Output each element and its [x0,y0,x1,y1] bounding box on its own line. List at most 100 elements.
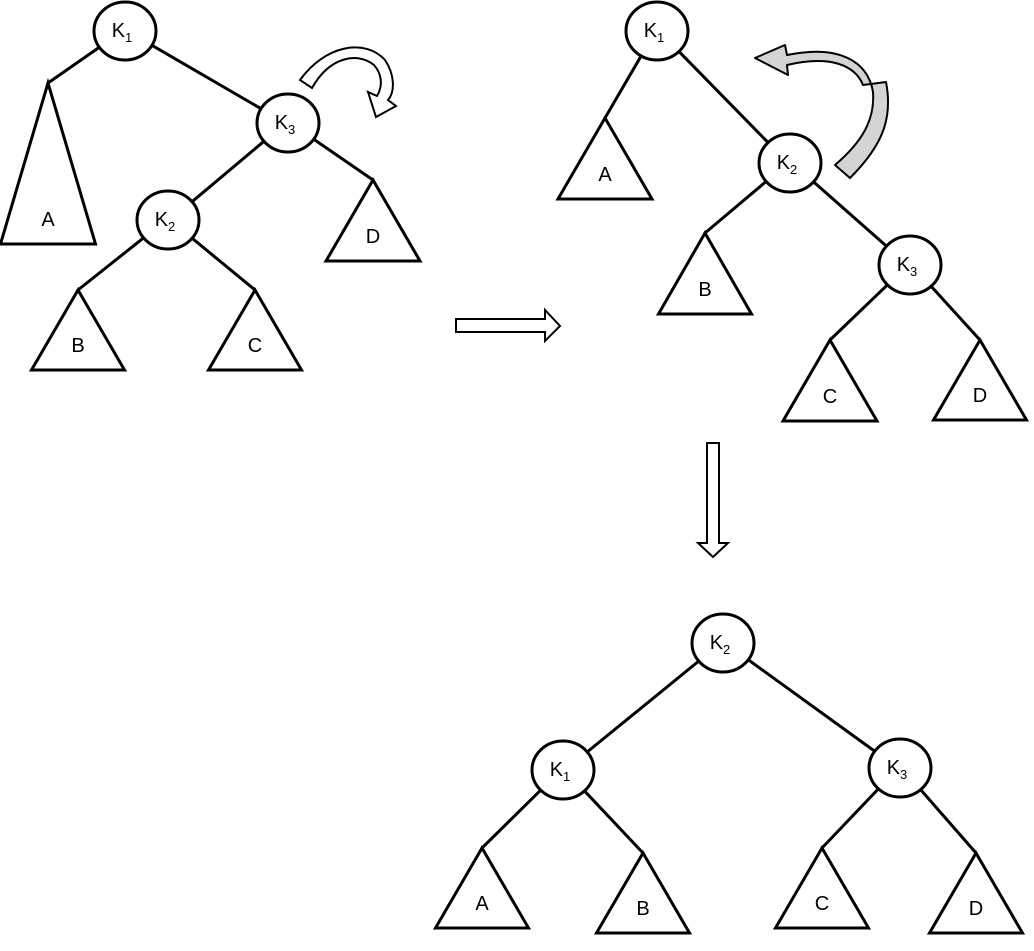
edge-k2-k3 [745,657,878,754]
subtree-label: B [71,335,84,357]
subtree-d: D [323,177,423,263]
node-k2: K2 [757,132,823,194]
node-circle [624,0,690,62]
subtree-b: B [593,850,693,935]
edge-k3-k2 [189,138,267,205]
node-k3: K3 [877,234,943,296]
subtree-d: D [926,850,1026,935]
subtree-triangle [205,287,305,372]
node-label-subscript: 3 [900,767,907,782]
node-circle [877,234,943,296]
subtree-label: C [815,893,829,915]
edge-k3-d [928,283,982,342]
edge-k2-k1 [584,658,702,755]
node-label: K2 [710,632,731,657]
node-circle [867,737,933,799]
node-label-subscript: 1 [563,769,570,784]
node-label: K2 [155,209,176,234]
subtree-d: D [930,337,1030,422]
node-label: K1 [550,759,571,784]
node-circle [135,189,201,251]
subtree-c: C [780,337,880,423]
edge-k2-c [189,235,257,292]
node-circle [757,132,823,194]
node-label: K3 [275,112,296,137]
subtree-label: B [698,279,711,301]
node-label-subscript: 1 [657,30,664,45]
subtree-triangle [780,337,880,423]
node-label-base: K [710,632,724,654]
edge-k1-a [603,53,644,120]
node-label-base: K [777,152,791,174]
node-k1: K1 [624,0,690,62]
edge-k1-k3 [149,43,264,111]
subtree-label: B [636,898,649,920]
subtree-triangle [28,287,128,372]
subtree-b: B [655,229,755,316]
node-label-base: K [550,759,564,781]
node-label-base: K [275,112,289,134]
subtree-triangle [593,850,693,935]
node-label: K3 [897,254,918,279]
subtree-triangle [772,845,872,930]
subtree-triangle [655,229,755,316]
edges-layer [46,43,982,855]
subtree-a: A [555,115,655,201]
node-k1: K1 [92,0,158,62]
edge-k2-b [76,235,147,292]
node-label-subscript: 1 [125,30,132,45]
edge-k3-c [828,282,891,342]
curved-arrow-counterclockwise-icon [754,44,890,179]
edge-k1-k2 [676,48,771,146]
edge-k3-d [918,787,978,855]
node-label-base: K [897,254,911,276]
subtree-c: C [205,287,305,372]
node-circle [530,739,596,801]
subtree-label: C [248,335,262,357]
node-k2: K2 [135,189,201,251]
node-label-subscript: 2 [168,219,175,234]
subtree-a: A [0,77,98,246]
subtree-label: D [973,385,987,407]
node-label-subscript: 3 [288,122,295,137]
subtree-label: A [41,209,55,231]
subtree-label: A [598,164,612,186]
node-circle [255,92,321,154]
subtree-label: D [969,898,983,920]
node-label: K2 [777,152,798,177]
subtree-triangle [930,337,1030,422]
edge-k1-a [480,787,544,850]
node-label-base: K [887,757,901,779]
node-circle [690,612,756,674]
edge-k2-b [703,179,769,235]
curved-arrow-clockwise-icon [298,46,398,119]
node-label-subscript: 3 [910,264,917,279]
node-circle [92,0,158,62]
node-label-base: K [112,20,126,42]
subtree-label: D [366,226,380,248]
edge-k1-a [46,44,103,85]
subtree-label: C [823,386,837,408]
subtree-triangle [0,77,98,246]
subtree-triangle [323,177,423,263]
hollow-arrow-down-icon [695,442,731,559]
subtree-a: A [432,845,532,930]
node-k3: K3 [255,92,321,154]
subtree-c: C [772,845,872,930]
node-k1: K1 [530,739,596,801]
edge-k3-d [310,136,375,182]
subtree-label: A [475,893,489,915]
subtree-triangle [432,845,532,930]
node-label: K3 [887,757,908,782]
subtree-b: B [28,287,128,372]
node-label-subscript: 2 [723,642,730,657]
node-k3: K3 [867,737,933,799]
node-k2: K2 [690,612,756,674]
node-label-base: K [644,20,658,42]
subtree-triangle [926,850,1026,935]
edge-k2-k3 [810,179,890,249]
node-label-base: K [155,209,169,231]
subtree-triangle [555,115,655,201]
